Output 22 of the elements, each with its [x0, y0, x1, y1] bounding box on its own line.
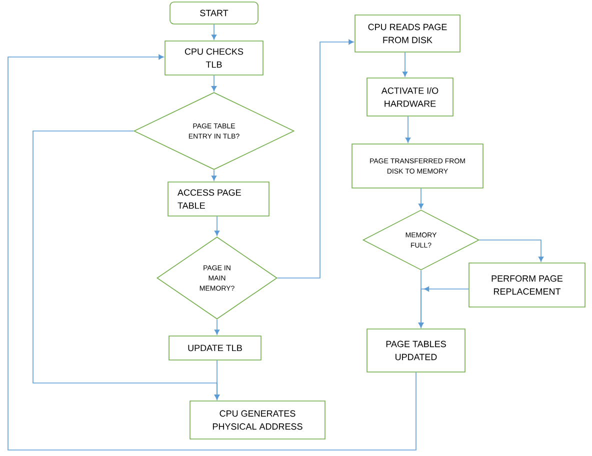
process-box: PAGE TABLES UPDATED — [366, 328, 466, 372]
arrow — [214, 319, 220, 335]
process-box: PERFORM PAGE REPLACEMENT — [468, 262, 586, 308]
process-box: CPU READS PAGE FROM DISK — [354, 14, 460, 52]
process-box: CPU GENERATES PHYSICAL ADDRESS — [190, 400, 326, 440]
arrow — [211, 75, 217, 92]
start-terminal: START — [170, 2, 258, 24]
arrow — [418, 188, 424, 209]
process-box: UPDATE TLB — [168, 336, 262, 360]
arrow — [479, 240, 544, 262]
arrow — [277, 39, 354, 278]
arrow — [214, 216, 220, 236]
arrow — [8, 54, 416, 450]
process-box: ACTIVATE I/O HARDWARE — [366, 78, 454, 116]
arrow — [418, 286, 469, 328]
arrow — [214, 360, 220, 400]
arrow — [211, 24, 217, 40]
arrow — [211, 170, 217, 181]
process-box: CPU CHECKS TLB — [164, 40, 264, 76]
process-box: ACCESS PAGE TABLE — [168, 182, 270, 216]
arrow — [402, 52, 408, 77]
arrow — [405, 116, 411, 143]
